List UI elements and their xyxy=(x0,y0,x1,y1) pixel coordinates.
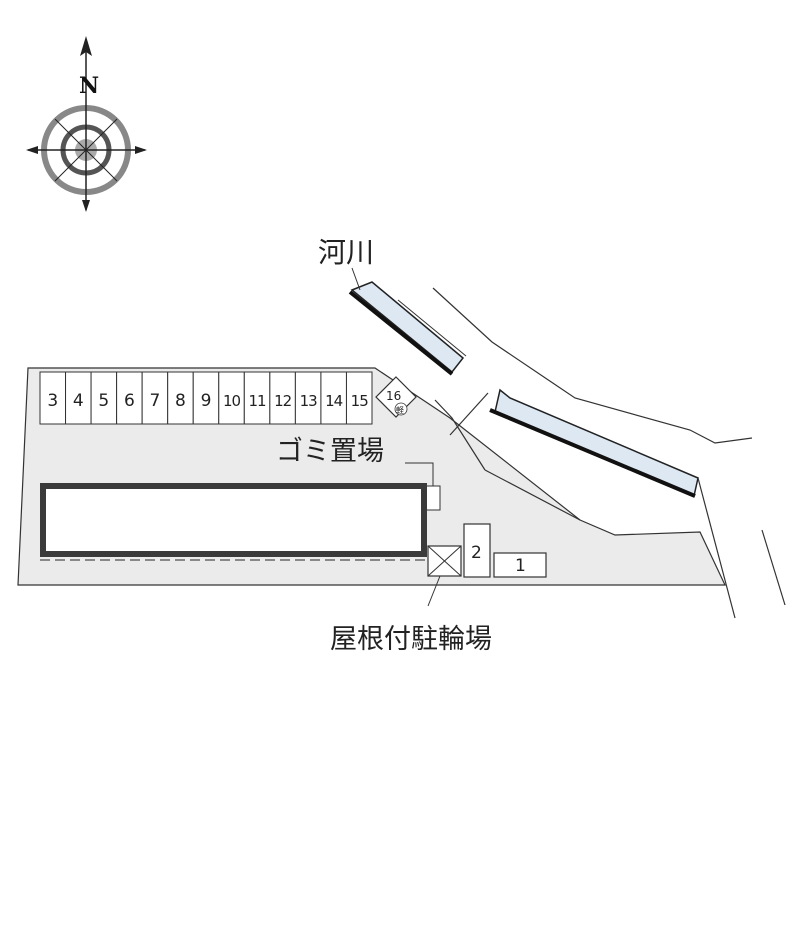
river-leader-line xyxy=(351,267,361,291)
garbage-label: ゴミ置場 xyxy=(276,436,384,467)
parking-space-label: 11 xyxy=(249,392,267,410)
parking-space-10 xyxy=(218,371,245,425)
parking-space-1-label: 1 xyxy=(515,556,526,576)
parking-space-11 xyxy=(243,371,271,425)
parking-space-13 xyxy=(294,371,322,425)
parking-space-3 xyxy=(39,371,67,425)
compass-north-label: N xyxy=(79,73,99,99)
parking-space-14 xyxy=(320,371,347,425)
garbage-leader-line xyxy=(405,462,434,486)
river xyxy=(348,281,699,498)
parking-space-label: 7 xyxy=(150,391,161,411)
parking-space-6 xyxy=(116,371,143,425)
river-label: 河川 xyxy=(318,236,374,269)
parking-space-7 xyxy=(141,371,169,425)
garbage-area xyxy=(425,485,441,511)
parking-space-8 xyxy=(167,371,194,425)
parking-space-1: 1 xyxy=(493,552,547,578)
parking-space-label: 10 xyxy=(223,392,241,410)
parking-space-label: 3 xyxy=(47,391,58,411)
parking-space-2: 2 xyxy=(463,523,491,578)
parking-space-label: 4 xyxy=(73,391,84,411)
compact-car-mark: 軽 xyxy=(396,406,404,415)
parking-space-5 xyxy=(90,371,118,425)
parking-space-label: 8 xyxy=(175,391,186,411)
parking-space-16: 16 軽 xyxy=(375,376,417,418)
parking-space-label: 9 xyxy=(201,391,212,411)
compass-rose-icon: N xyxy=(26,36,147,212)
bicycle-parking-box xyxy=(427,545,462,577)
parking-space-9 xyxy=(192,371,220,425)
parking-space-15 xyxy=(345,371,373,425)
building xyxy=(40,483,427,557)
parking-space-label: 12 xyxy=(274,392,292,410)
parking-space-label: 14 xyxy=(325,392,343,410)
parking-space-label: 5 xyxy=(98,391,109,411)
bicycle-parking-label: 屋根付駐輪場 xyxy=(330,624,492,655)
bicycle-parking-leader-line xyxy=(427,575,441,607)
parking-space-label: 6 xyxy=(124,391,135,411)
parking-space-label: 13 xyxy=(300,392,318,410)
parking-space-label: 15 xyxy=(351,392,369,410)
parking-space-16-label: 16 xyxy=(386,389,401,403)
roads xyxy=(432,287,786,619)
parking-space-2-label: 2 xyxy=(471,543,482,563)
parking-space-12 xyxy=(269,371,296,425)
